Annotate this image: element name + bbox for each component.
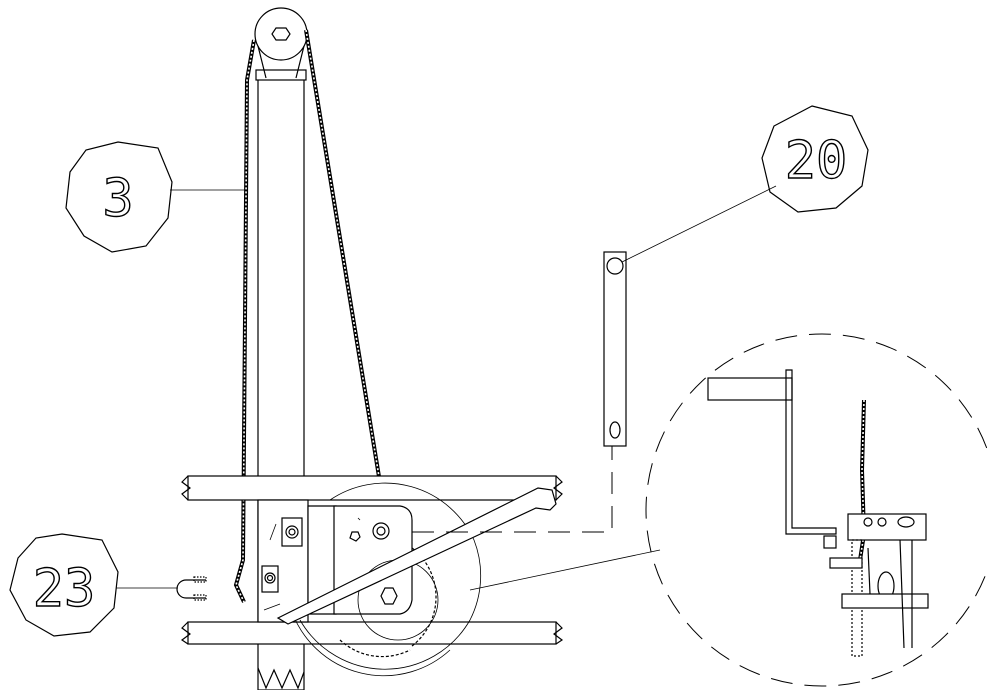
callout-20-leader bbox=[621, 185, 777, 263]
callout-23-label: 23 bbox=[33, 559, 96, 619]
top-pulley bbox=[254, 7, 308, 79]
lower-beam bbox=[180, 621, 564, 645]
crank-dash-link bbox=[412, 446, 613, 533]
mast-mount-plate bbox=[257, 499, 309, 623]
callout-20: 20 bbox=[621, 105, 869, 263]
callout-23: 23 bbox=[9, 533, 178, 637]
left-cable bbox=[233, 39, 256, 603]
detail-leader bbox=[469, 549, 661, 591]
right-cable bbox=[304, 29, 384, 496]
drum-outline bbox=[291, 482, 482, 677]
upper-beam bbox=[181, 475, 563, 501]
crank-handle bbox=[603, 251, 627, 447]
callout-20-label: 20 bbox=[785, 131, 848, 191]
callout-3-label: 3 bbox=[102, 169, 133, 229]
shackle bbox=[176, 576, 207, 601]
diagonal-brace bbox=[263, 487, 557, 625]
detail-view bbox=[645, 333, 987, 687]
callout-3: 3 bbox=[65, 141, 248, 253]
